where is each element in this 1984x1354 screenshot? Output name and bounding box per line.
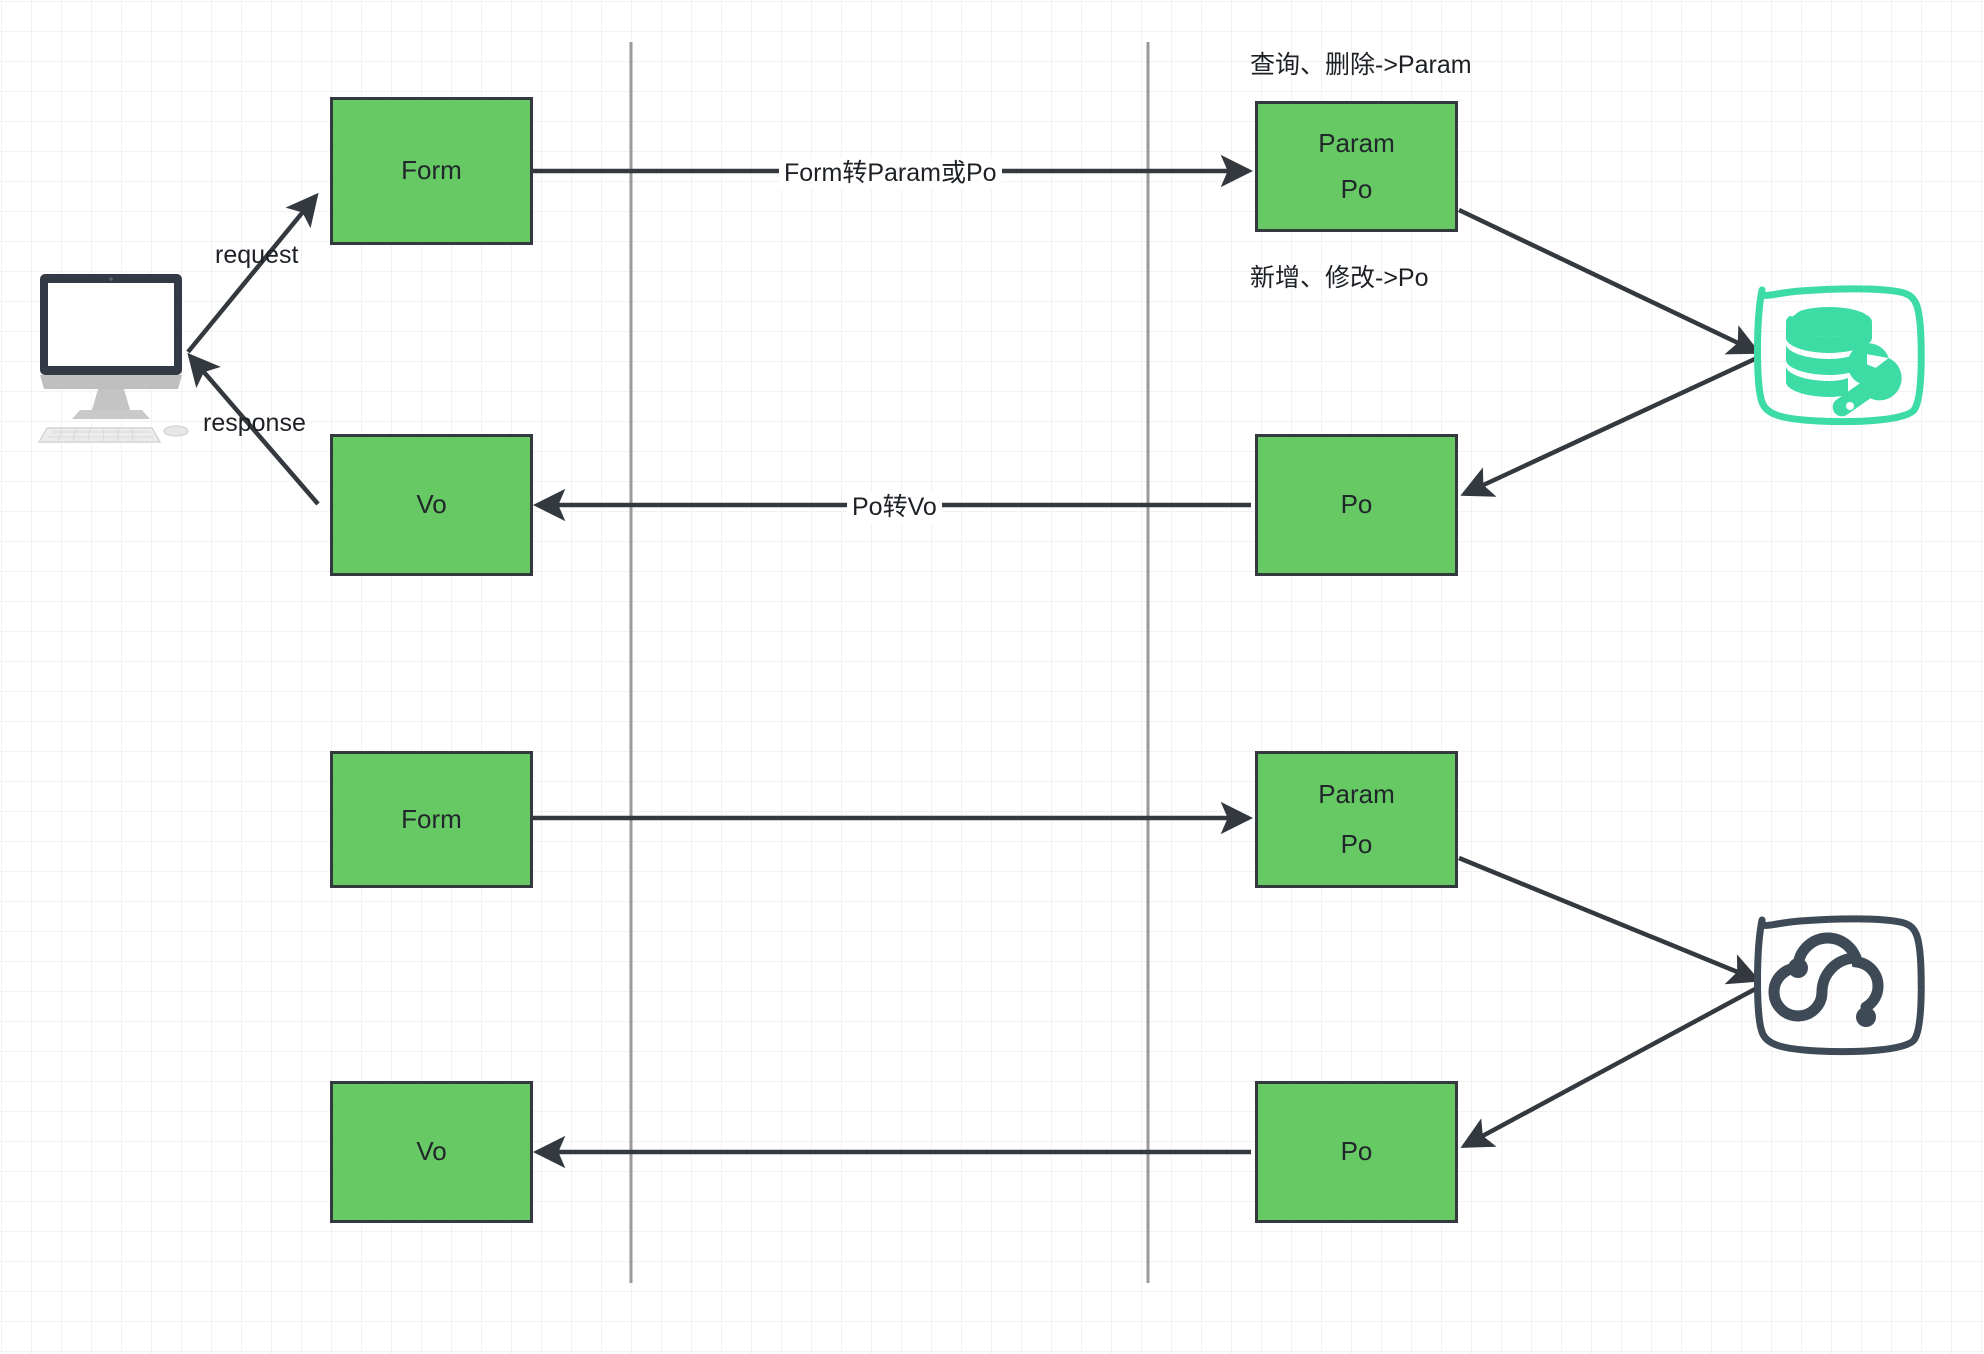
node-param-po-bottom[interactable]: Param Po — [1255, 751, 1458, 888]
edge-request — [186, 192, 319, 354]
node-po-bottom[interactable]: Po — [1255, 1081, 1458, 1223]
edge-param-to-service — [1458, 855, 1761, 985]
database-tools-icon — [1754, 285, 1925, 426]
edge-label-form-to-param: Form转Param或Po — [779, 158, 1002, 189]
node-param-po-top[interactable]: Param Po — [1255, 101, 1458, 232]
edge-label-response: response — [203, 409, 306, 437]
node-label: Vo — [416, 1136, 447, 1167]
edge-response — [187, 352, 320, 506]
node-vo-bottom[interactable]: Vo — [330, 1081, 533, 1223]
edge-database-to-po — [1460, 355, 1758, 497]
annotation-insert-update: 新增、修改->Po — [1250, 264, 1429, 292]
node-form-bottom[interactable]: Form — [330, 751, 533, 888]
node-vo-top[interactable]: Vo — [330, 434, 533, 576]
node-label: Form — [401, 803, 462, 834]
monitor-icon — [37, 274, 189, 443]
node-form-top[interactable]: Form — [330, 97, 533, 245]
edge-label-po-to-vo: Po转Vo — [847, 492, 942, 523]
node-label: Form — [401, 155, 462, 186]
node-label-po: Po — [1340, 828, 1373, 859]
node-po-top[interactable]: Po — [1255, 434, 1458, 576]
node-label-po: Po — [1340, 174, 1373, 205]
edge-param-to-database — [1458, 207, 1761, 355]
service-cloud-icon — [1754, 915, 1925, 1056]
edge-service-to-po — [1460, 986, 1759, 1148]
node-label-param: Param — [1318, 779, 1395, 810]
annotation-query-delete: 查询、删除->Param — [1250, 51, 1472, 79]
node-label-param: Param — [1318, 127, 1395, 158]
node-label: Po — [1340, 1136, 1373, 1167]
edge-label-request: request — [215, 241, 299, 269]
node-label: Vo — [416, 489, 447, 520]
node-label: Po — [1340, 489, 1373, 520]
